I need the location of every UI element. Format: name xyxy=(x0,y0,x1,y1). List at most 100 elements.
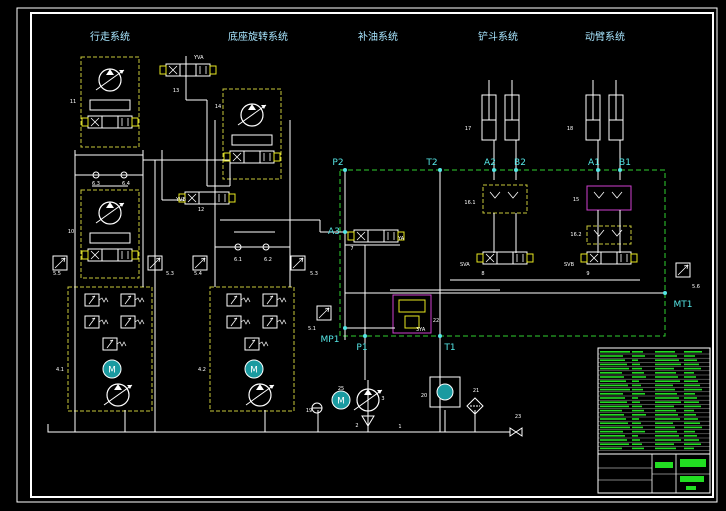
parts-list-line xyxy=(684,372,694,374)
subsystem-boxes xyxy=(67,56,632,412)
parts-list-line xyxy=(600,439,627,441)
parts-list-line xyxy=(684,405,701,408)
part-number: 17 xyxy=(465,126,471,132)
section-label-charge: 补油系统 xyxy=(358,30,398,43)
parts-list-line xyxy=(600,388,630,391)
parts-list-line xyxy=(632,372,644,374)
part-number: 19 xyxy=(306,408,312,414)
parts-list-line xyxy=(684,439,699,441)
parts-list-line xyxy=(632,380,639,382)
parts-list-line xyxy=(600,409,622,412)
part-number: 6.1 xyxy=(234,257,242,263)
parts-list-line xyxy=(600,359,625,361)
part-number: 25 xyxy=(338,386,344,392)
title-block-frame xyxy=(597,347,711,494)
directional-valve-9 xyxy=(580,251,638,265)
parts-list-line xyxy=(684,447,694,450)
parts-list-line xyxy=(632,426,643,429)
part-number: 21 xyxy=(473,388,479,394)
parts-list-line xyxy=(632,430,645,433)
parts-list-rows xyxy=(598,351,710,451)
pump-assembly-4-2 xyxy=(226,293,287,407)
parts-list-line xyxy=(632,405,642,408)
valve-14-body xyxy=(231,134,273,146)
parts-list-line xyxy=(684,355,695,357)
parts-list-line xyxy=(684,359,697,361)
parts-list-line xyxy=(632,418,639,420)
parts-list-line xyxy=(655,409,676,412)
parts-list-line xyxy=(632,443,642,445)
parts-list-line xyxy=(655,388,675,391)
parts-list-line xyxy=(655,418,680,420)
parts-list-line xyxy=(632,401,640,403)
parts-list-line xyxy=(600,355,623,357)
part-number: 6.2 xyxy=(264,257,272,263)
parts-list-line xyxy=(632,384,641,387)
port-label-t2: T2 xyxy=(425,158,437,168)
part-number: 1 xyxy=(398,424,401,430)
parts-list-line xyxy=(655,405,674,408)
parts-list-line xyxy=(655,422,673,424)
part-number: 5.4 xyxy=(194,271,202,277)
parts-list-line xyxy=(655,439,681,441)
parts-list-line xyxy=(684,409,694,412)
cylinder-17 xyxy=(481,80,520,141)
component-symbols xyxy=(52,63,691,437)
pump-assembly-4-1 xyxy=(84,293,145,407)
parts-list-line xyxy=(600,393,623,395)
part-number: 16.1 xyxy=(464,200,475,206)
parts-list-line xyxy=(632,388,643,391)
port-labels: P2 T2 A2 B2 A1 B1 A3 MP1 P1 T1 MT1 xyxy=(321,158,693,353)
part-number: 5.3 xyxy=(166,271,174,277)
tag-yv2: YA xyxy=(397,236,405,242)
relief-valve-22 xyxy=(398,299,426,329)
parts-list-line xyxy=(655,397,679,399)
parts-list-line xyxy=(600,363,627,366)
valve-11-body xyxy=(89,99,131,111)
port-label-p1: P1 xyxy=(356,343,367,353)
part-number: 4.1 xyxy=(56,367,64,373)
hydraulic-motor-11 xyxy=(95,68,125,92)
stop-valve-23 xyxy=(509,427,523,437)
tag-sv-b: SVB xyxy=(564,262,575,268)
solenoid-valve-12 xyxy=(178,191,236,205)
parts-list-line xyxy=(632,409,644,412)
pressure-gauge-5-4 xyxy=(192,255,208,271)
part-number: 13 xyxy=(173,88,179,94)
part-number: 11 xyxy=(70,99,76,105)
section-label-bucket: 铲斗系统 xyxy=(478,30,518,43)
port-label-a2: A2 xyxy=(484,158,496,168)
parts-list-line xyxy=(655,435,679,437)
parts-list-line xyxy=(632,439,640,441)
parts-list-line xyxy=(655,443,674,445)
parts-list-line xyxy=(684,401,699,403)
part-number: 8 xyxy=(481,271,484,277)
hydraulic-motor-10 xyxy=(95,201,125,225)
part-numbers: 11 12 13 14 10 6.3 6.4 6.1 6.2 5.5 5.3 5… xyxy=(53,88,700,430)
hydraulic-motor-14 xyxy=(237,103,267,127)
parts-list-line xyxy=(684,351,702,353)
parts-list-line xyxy=(684,414,696,416)
section-label-travel: 行走系统 xyxy=(90,30,130,43)
pressure-gauge-5-1 xyxy=(316,305,332,321)
port-label-mp1: MP1 xyxy=(321,335,340,345)
parts-list-line xyxy=(684,367,701,370)
cylinder-18 xyxy=(585,80,624,141)
parts-list-line xyxy=(600,405,629,408)
parts-list-line xyxy=(655,447,676,450)
part-number: 15 xyxy=(573,197,579,203)
box-valve-16-1 xyxy=(482,184,528,214)
parts-list-line xyxy=(600,426,630,429)
parts-list-line xyxy=(632,393,645,395)
gauge-19 xyxy=(311,402,323,414)
parts-list-line xyxy=(655,367,674,370)
part-number: 4.2 xyxy=(198,367,206,373)
parts-list-line xyxy=(632,359,638,361)
part-number: 12 xyxy=(198,207,204,213)
parts-list-line xyxy=(684,443,701,445)
parts-list-line xyxy=(632,447,644,450)
part-number: 23 xyxy=(515,414,521,420)
part-number: 5.3 xyxy=(310,271,318,277)
section-label-swing: 底座旋转系统 xyxy=(228,30,288,43)
parts-list-line xyxy=(600,447,622,450)
